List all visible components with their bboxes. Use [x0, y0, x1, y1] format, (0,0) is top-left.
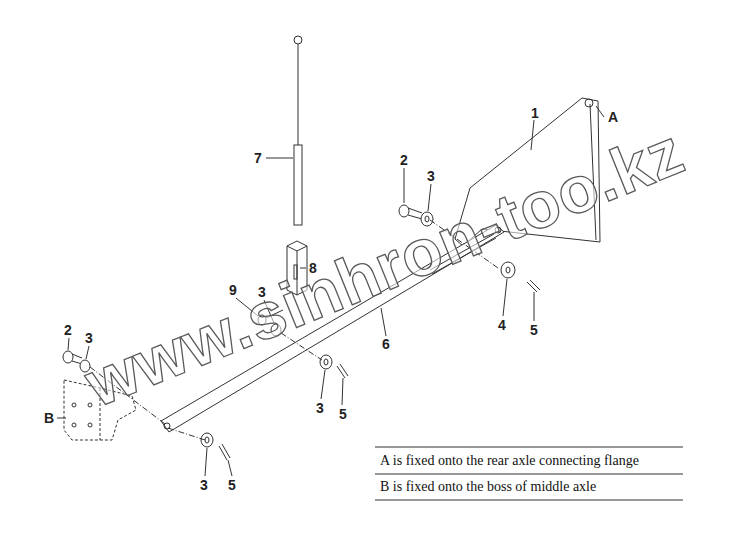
mount-letter: A [607, 110, 619, 124]
watermark: www.sinhron-too.kz [77, 118, 693, 418]
mount-letter: B [43, 411, 55, 425]
callout-number: 5 [529, 323, 539, 337]
table-cell: B is fixed onto the boss of middle axle [380, 480, 596, 494]
callout-number: 3 [84, 331, 94, 345]
callout-number: 6 [381, 337, 391, 351]
callout-number: 3 [426, 169, 436, 183]
callout-number: 2 [63, 323, 73, 337]
callout-number: 7 [253, 151, 263, 165]
callout-number: 2 [399, 153, 409, 167]
callout-number: 3 [315, 401, 325, 415]
callout-number: 5 [227, 478, 237, 492]
callout-number: 3 [199, 478, 209, 492]
callout-number: 5 [338, 407, 348, 421]
callout-number: 1 [530, 106, 540, 120]
table-cell: A is fixed onto the rear axle connecting… [380, 454, 639, 468]
callout-number: 4 [497, 318, 507, 332]
